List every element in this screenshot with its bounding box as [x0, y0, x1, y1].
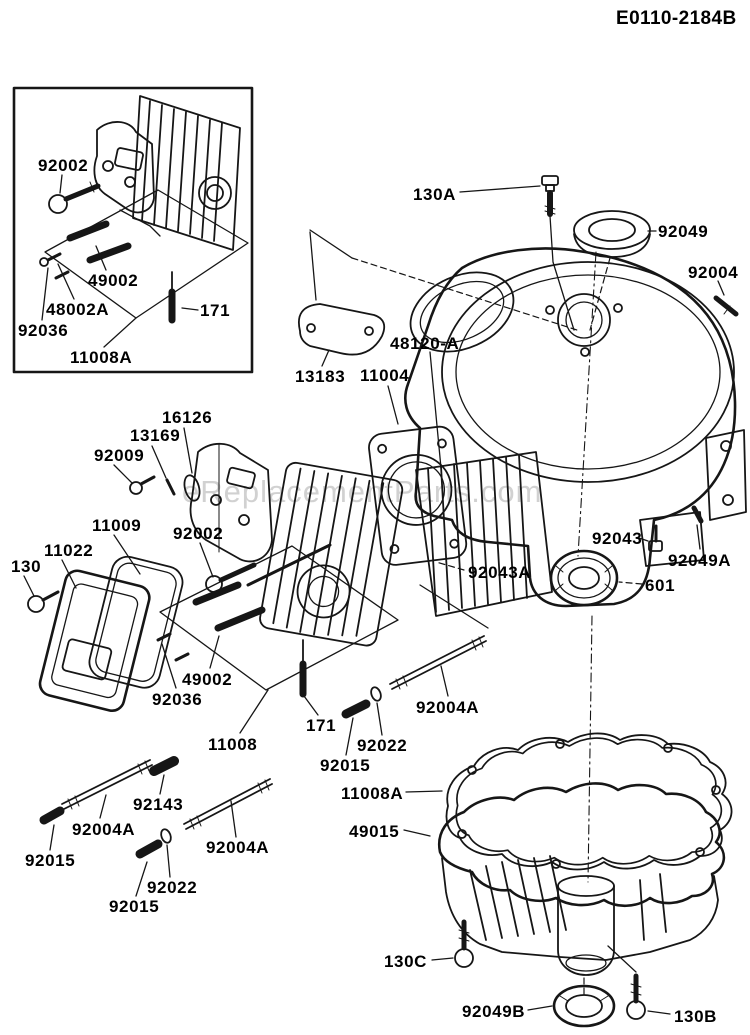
oil-seal-92049 [573, 210, 657, 331]
part-label-92004A-right: 92004A [206, 838, 270, 857]
stud-92004 [713, 280, 739, 317]
bolt-130C [431, 919, 474, 968]
part-label-92015-left: 92015 [25, 851, 76, 870]
part-label-11008A-inset: 11008A [70, 348, 133, 367]
part-label-601: 601 [645, 576, 676, 595]
part-label-92015-lower: 92015 [109, 897, 160, 916]
part-label-130A: 130A [413, 185, 457, 204]
valve-cover-11022 [23, 534, 214, 712]
part-label-13183: 13183 [295, 367, 346, 386]
bolt-130A [459, 175, 575, 331]
part-label-130: 130 [11, 557, 42, 576]
part-label-92036-inset: 92036 [18, 321, 69, 340]
part-label-16126: 16126 [162, 408, 213, 427]
part-label-171: 171 [306, 716, 337, 735]
cover-plate-13183 [298, 229, 581, 367]
part-label-92049B: 92049B [462, 1002, 526, 1021]
part-label-92004: 92004 [688, 263, 739, 282]
part-label-11022: 11022 [44, 541, 94, 560]
part-label-92036: 92036 [152, 690, 203, 709]
part-label-48002A: 48002A [46, 300, 110, 319]
part-label-171-inset: 171 [200, 301, 231, 320]
part-label-92004A-left: 92004A [72, 820, 136, 839]
part-label-11008: 11008 [208, 735, 258, 754]
part-label-92049A: 92049A [668, 551, 732, 570]
oil-pan-gasket-11008A [405, 732, 733, 871]
cover-gasket-11009 [88, 555, 184, 689]
crankcase-studs [39, 635, 487, 897]
part-label-92022-lower: 92022 [147, 878, 198, 897]
crankcase [404, 247, 747, 617]
leader-92043A [435, 561, 465, 571]
part-label-130C: 130C [384, 952, 428, 971]
part-label-92009: 92009 [94, 446, 145, 465]
bolt-130B [607, 945, 671, 1020]
part-label-92049: 92049 [658, 222, 709, 241]
bolt-92043 [638, 524, 663, 552]
part-label-92015: 92015 [320, 756, 371, 775]
part-label-49015: 49015 [349, 822, 400, 841]
part-label-92022: 92022 [357, 736, 408, 755]
oil-seal-92049B [527, 977, 616, 1028]
part-label-11009: 11009 [92, 516, 142, 535]
part-label-11004: 11004 [360, 366, 410, 385]
part-label-11008A: 11008A [341, 784, 404, 803]
head-gasket-11004 [368, 425, 468, 566]
diagram-code: E0110-2184B [616, 8, 737, 29]
part-label-49002: 49002 [182, 670, 233, 689]
part-label-92002: 92002 [173, 524, 224, 543]
center-cylinder-head [156, 442, 404, 734]
part-label-130B: 130B [674, 1007, 718, 1026]
part-label-48120-A: 48120-A [390, 334, 460, 353]
plug-92049A [691, 505, 704, 550]
part-label-49002-inset: 49002 [88, 271, 139, 290]
part-label-92004A-mid: 92004A [416, 698, 480, 717]
part-label-92002-inset: 92002 [38, 156, 89, 175]
oil-pan-49015 [403, 615, 726, 976]
part-label-92043A: 92043A [468, 563, 532, 582]
part-label-13169: 13169 [130, 426, 181, 445]
part-label-92043: 92043 [592, 529, 643, 548]
part-label-92143: 92143 [133, 795, 184, 814]
valve-train-small-parts [113, 427, 220, 553]
bearing-601 [549, 549, 643, 607]
inset-box [12, 86, 254, 374]
